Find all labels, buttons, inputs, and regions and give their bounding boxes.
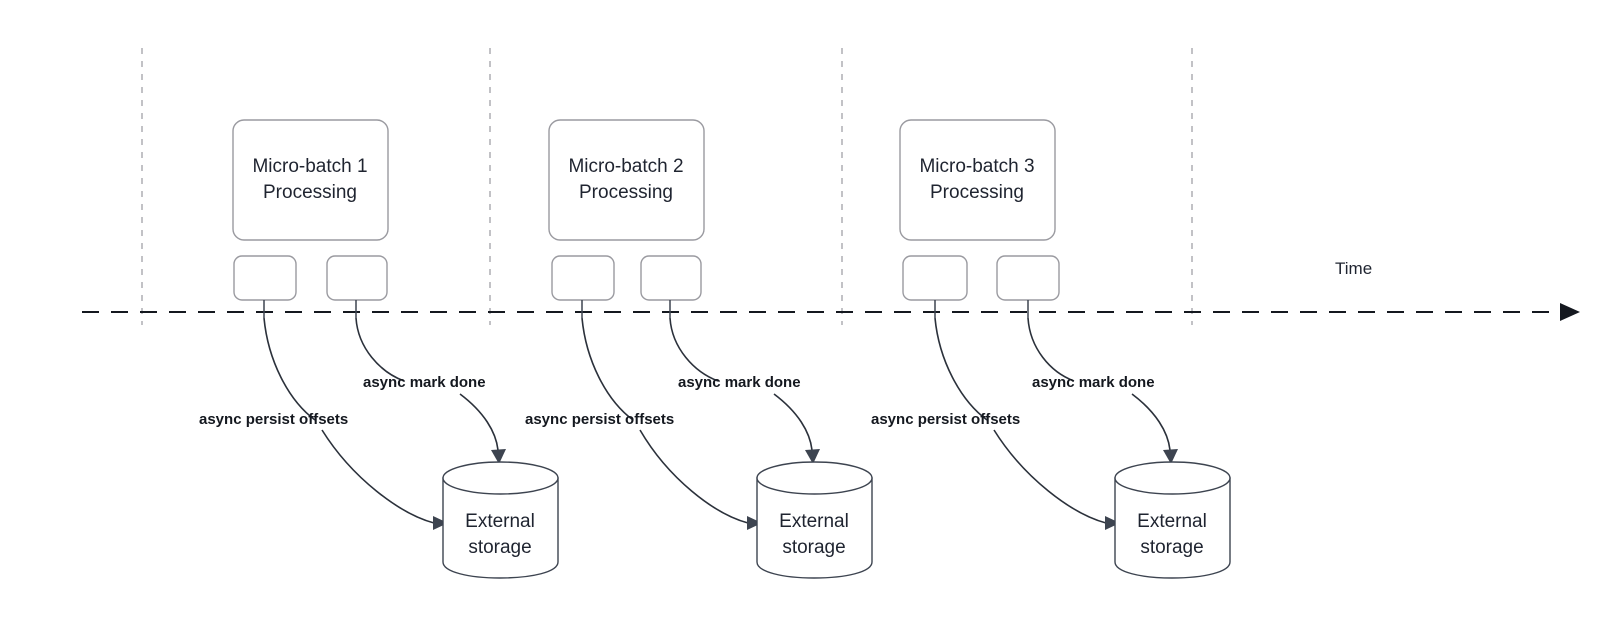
micro-batch-group-2: Micro-batch 2 Processing async persist o… (525, 119, 873, 579)
micro-batch-3-persist-curve (934, 317, 988, 421)
micro-batch-group-3: Micro-batch 3 Processing async persist o… (871, 119, 1231, 579)
external-storage-3-body (1114, 477, 1231, 579)
micro-batch-3-persist-curve-tail (993, 429, 1107, 524)
micro-batch-3-label-line2: Processing (930, 182, 1024, 203)
micro-batch-2-box[interactable]: Micro-batch 2 Processing (548, 119, 705, 241)
micro-batch-1-mark-curve (355, 317, 405, 382)
micro-batch-1-external-storage[interactable]: External storage (442, 461, 559, 579)
micro-batch-2-persist-curve-tail (639, 429, 749, 524)
micro-batch-3-mark-arrowhead (1163, 449, 1178, 464)
micro-batch-1-persist-curve-tail (321, 429, 435, 524)
micro-batch-1-persist-label: async persist offsets (199, 411, 348, 428)
micro-batch-1-mark-arrowhead (491, 449, 506, 464)
external-storage-2-label-line2: storage (782, 537, 845, 558)
external-storage-1-top (442, 461, 559, 495)
micro-batch-2-mark-task-box[interactable] (640, 255, 702, 301)
micro-batch-1-persist-task-box[interactable] (233, 255, 297, 301)
micro-batch-1-mark-curve-tail (459, 393, 499, 451)
external-storage-3-label-line2: storage (1140, 537, 1203, 558)
micro-batch-1-rect (232, 119, 389, 241)
external-storage-2-label-line1: External (779, 511, 849, 532)
micro-batch-3-mark-curve (1027, 317, 1075, 382)
micro-batch-2-persist-task-box[interactable] (551, 255, 615, 301)
external-storage-2-top (756, 461, 873, 495)
micro-batch-3-persist-task-box[interactable] (902, 255, 968, 301)
time-axis: Time (82, 259, 1580, 321)
micro-batch-3-mark-task-box[interactable] (996, 255, 1060, 301)
micro-batch-3-mark-label: async mark done (1032, 374, 1155, 391)
micro-batch-2-persist-curve (581, 317, 634, 421)
micro-batch-3-mark-curve-tail (1131, 393, 1171, 451)
micro-batch-2-mark-label: async mark done (678, 374, 801, 391)
micro-batch-2-label-line1: Micro-batch 2 (568, 156, 683, 177)
micro-batch-2-persist-arrowhead (747, 516, 762, 530)
micro-batch-1-mark-task-box[interactable] (326, 255, 388, 301)
micro-batch-1-persist-arrowhead (433, 516, 448, 530)
external-storage-1-label-line1: External (465, 511, 535, 532)
time-axis-label: Time (1335, 259, 1372, 278)
micro-batch-3-label-line1: Micro-batch 3 (919, 156, 1034, 177)
external-storage-1-body (442, 477, 559, 579)
micro-batch-2-mark-curve-tail (773, 393, 813, 451)
micro-batch-2-persist-label: async persist offsets (525, 411, 674, 428)
micro-batch-1-mark-label: async mark done (363, 374, 486, 391)
micro-batch-group-1: Micro-batch 1 Processing async persist o… (199, 119, 559, 579)
micro-batch-2-label-line2: Processing (579, 182, 673, 203)
micro-batch-1-label-line2: Processing (263, 182, 357, 203)
external-storage-1-label-line2: storage (468, 537, 531, 558)
micro-batch-1-persist-curve (263, 317, 316, 421)
micro-batch-2-external-storage[interactable]: External storage (756, 461, 873, 579)
micro-batch-3-box[interactable]: Micro-batch 3 Processing (899, 119, 1056, 241)
micro-batch-2-mark-arrowhead (805, 449, 820, 464)
micro-batch-1-label-line1: Micro-batch 1 (252, 156, 367, 177)
timeline-arrowhead (1560, 303, 1580, 321)
external-storage-3-top (1114, 461, 1231, 495)
micro-batch-3-persist-arrowhead (1105, 516, 1120, 530)
micro-batch-2-mark-curve (669, 317, 719, 382)
micro-batch-3-rect (899, 119, 1056, 241)
external-storage-3-label-line1: External (1137, 511, 1207, 532)
external-storage-2-body (756, 477, 873, 579)
micro-batch-3-external-storage[interactable]: External storage (1114, 461, 1231, 579)
micro-batch-3-persist-label: async persist offsets (871, 411, 1020, 428)
micro-batch-2-rect (548, 119, 705, 241)
micro-batch-1-box[interactable]: Micro-batch 1 Processing (232, 119, 389, 241)
